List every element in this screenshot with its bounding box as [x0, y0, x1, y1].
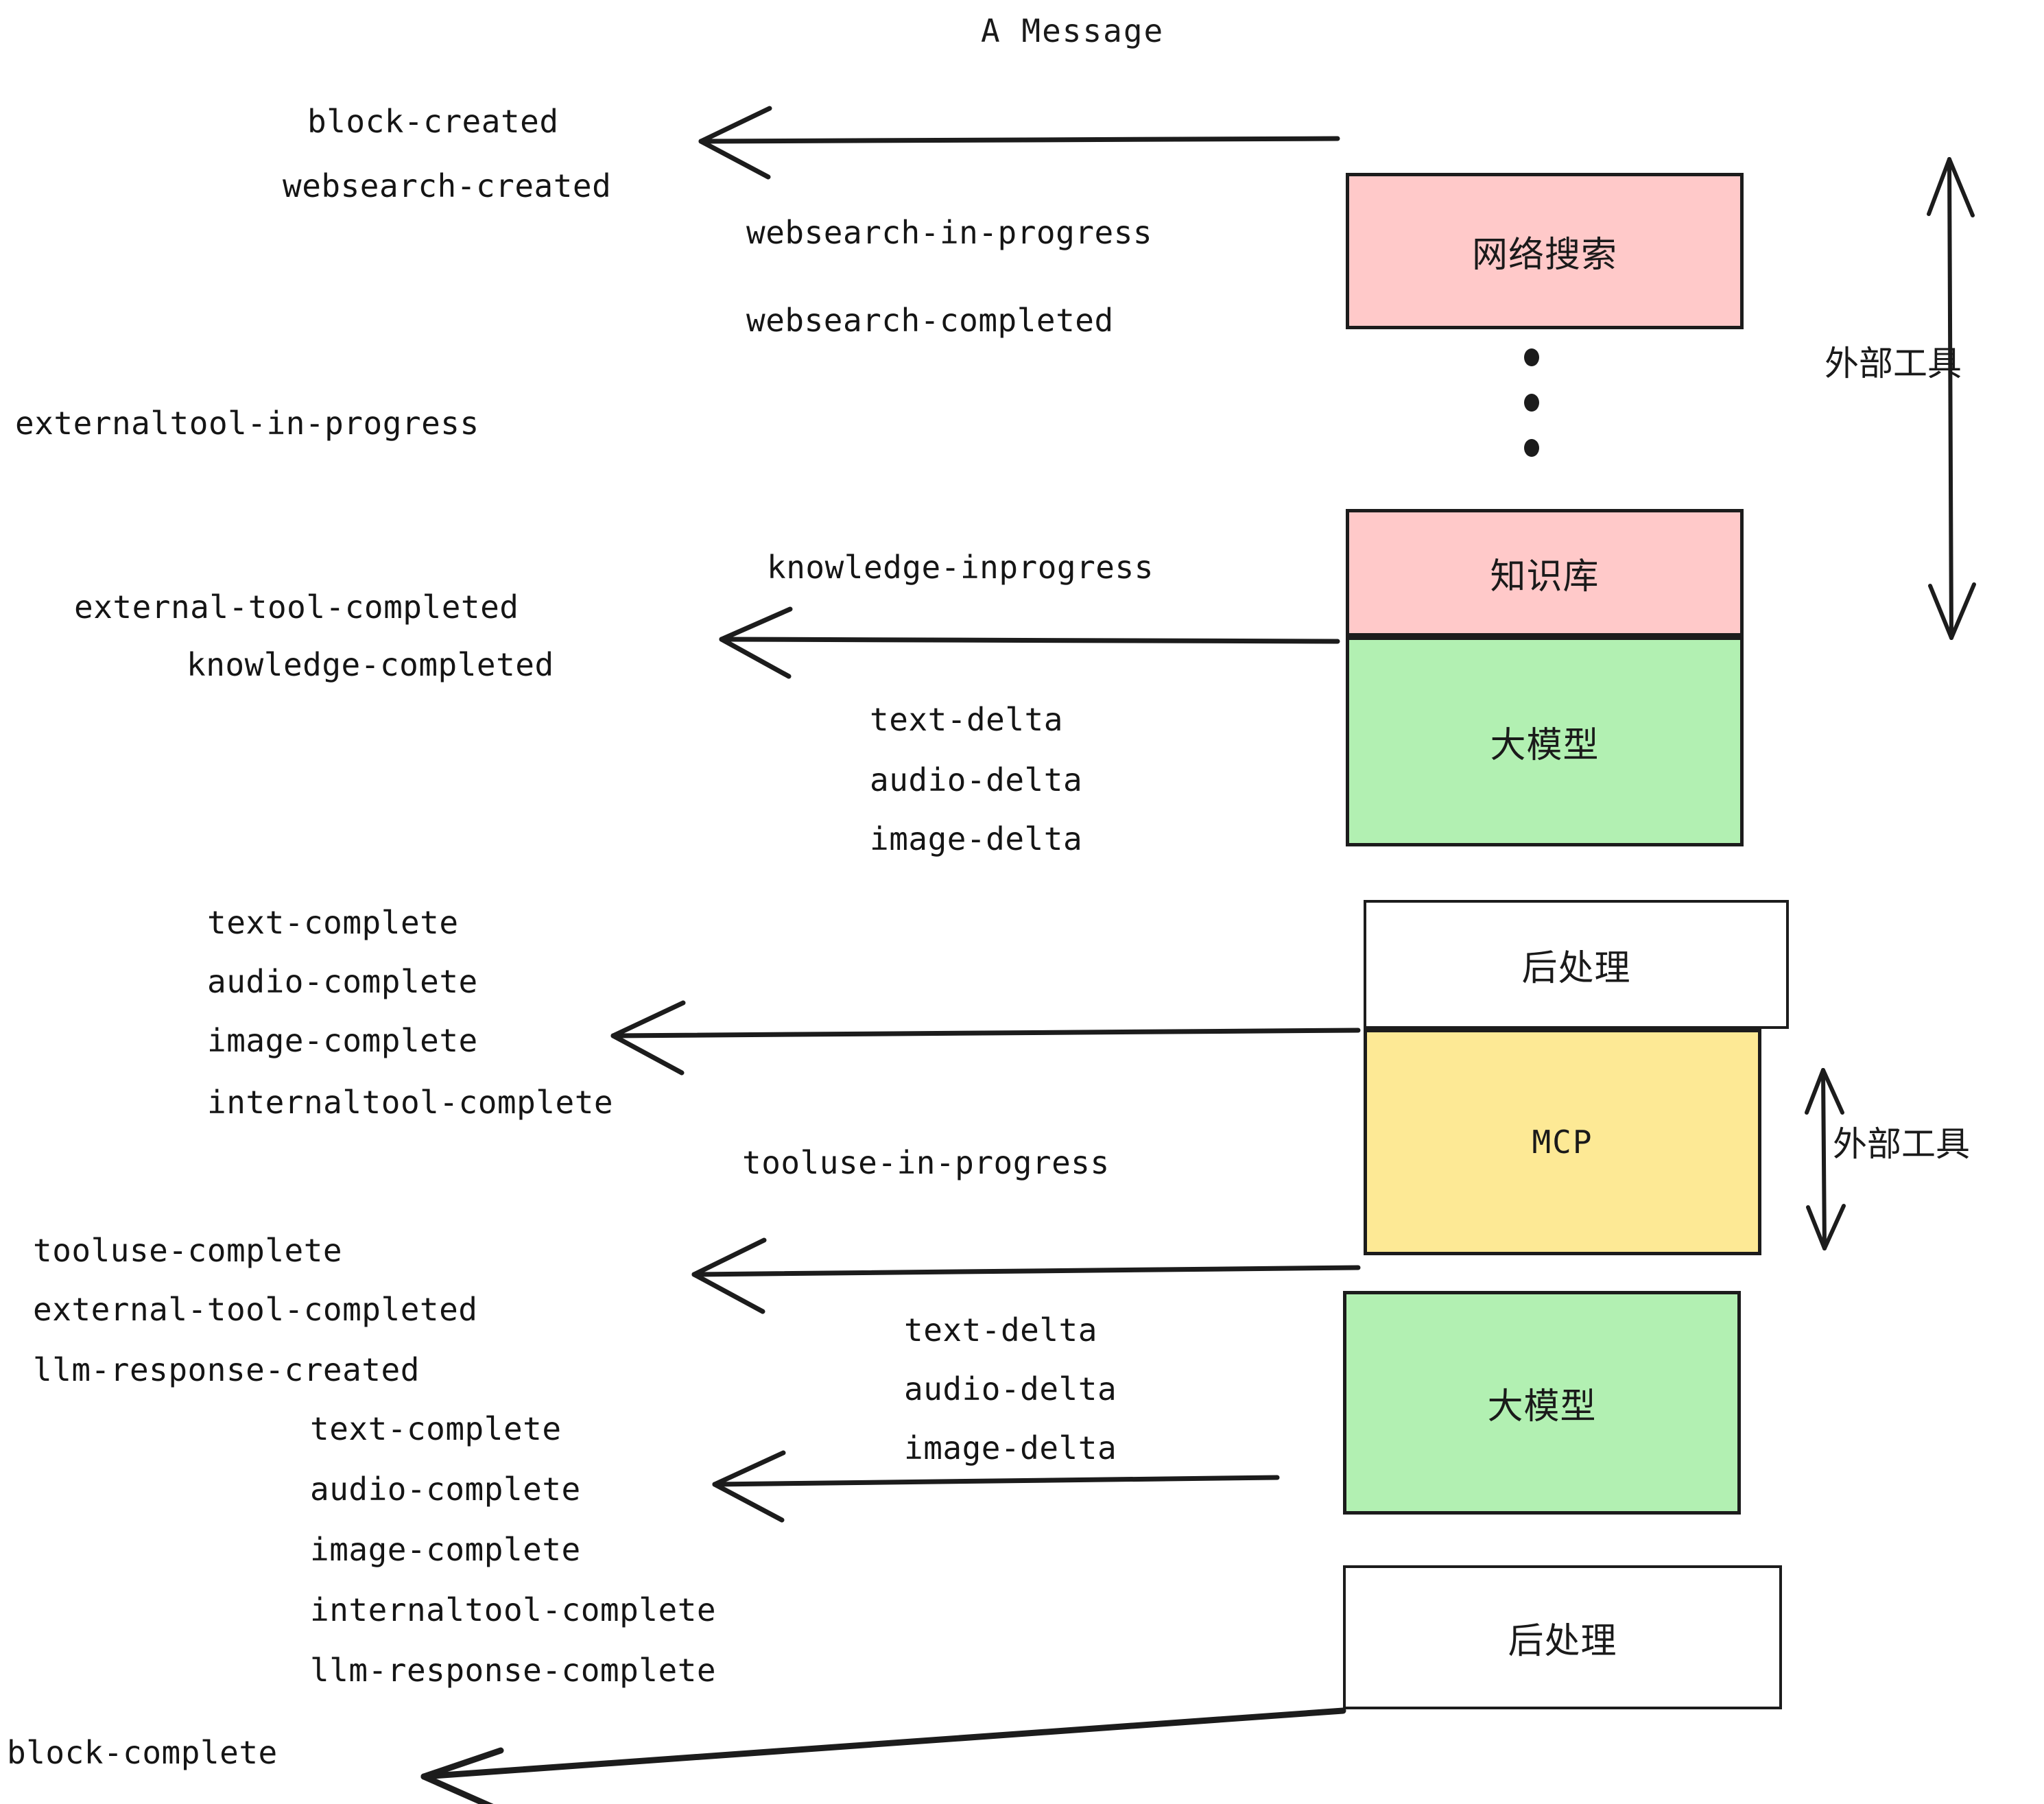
arrow-tooluse-complete	[691, 1237, 1361, 1314]
event-websearch-created: websearch-created	[283, 167, 612, 204]
arrow-image-complete	[610, 1000, 1361, 1076]
event-image-delta-1: image-delta	[870, 820, 1083, 857]
event-text-complete-2: text-complete	[310, 1410, 562, 1447]
box-mcp-label: MCP	[1532, 1124, 1593, 1161]
external-tools-arrow-top	[1927, 157, 1976, 640]
box-llm-1-label: 大模型	[1490, 724, 1600, 766]
event-external-tool-completed-1: external-tool-completed	[74, 589, 519, 626]
diagram-title: A Message	[981, 12, 1165, 49]
event-block-complete: block-complete	[7, 1734, 278, 1771]
box-postprocess-2-label: 后处理	[1508, 1620, 1617, 1662]
event-audio-delta-2: audio-delta	[904, 1370, 1117, 1408]
event-tooluse-complete: tooluse-complete	[33, 1232, 343, 1269]
event-image-complete-1: image-complete	[207, 1022, 478, 1059]
box-llm-2[interactable]: 大模型	[1343, 1291, 1741, 1515]
event-websearch-in-progress: websearch-in-progress	[746, 214, 1153, 251]
event-text-complete-1: text-complete	[207, 904, 459, 941]
box-postprocess-1-label: 后处理	[1521, 947, 1631, 989]
event-image-complete-2: image-complete	[310, 1531, 581, 1568]
box-postprocess-2[interactable]: 后处理	[1343, 1565, 1782, 1709]
event-knowledge-inprogress: knowledge-inprogress	[767, 549, 1154, 586]
box-websearch[interactable]: 网络搜索	[1346, 173, 1744, 329]
event-llm-response-complete: llm-response-complete	[310, 1652, 717, 1689]
arrow-block-complete	[420, 1707, 1346, 1804]
event-external-tool-completed-2: external-tool-completed	[33, 1291, 478, 1328]
box-postprocess-1[interactable]: 后处理	[1364, 900, 1789, 1029]
event-text-delta-1: text-delta	[870, 701, 1063, 738]
event-internaltool-complete-1: internaltool-complete	[207, 1084, 614, 1121]
arrow-knowledge-completed	[719, 606, 1340, 679]
event-externaltool-in-progress: externaltool-in-progress	[15, 405, 479, 442]
event-block-created: block-created	[307, 103, 559, 140]
side-label-external-tools-bottom: 外部工具	[1833, 1124, 1970, 1164]
event-audio-complete-1: audio-complete	[207, 963, 478, 1000]
ellipsis-dot-2	[1524, 394, 1539, 412]
ellipsis-dot-3	[1524, 439, 1539, 457]
side-label-external-tools-top: 外部工具	[1825, 344, 1962, 383]
event-audio-complete-2: audio-complete	[310, 1471, 581, 1508]
ellipsis-dot-1	[1524, 348, 1539, 366]
event-internaltool-complete-2: internaltool-complete	[310, 1591, 717, 1628]
box-llm-2-label: 大模型	[1487, 1386, 1597, 1427]
event-image-delta-2: image-delta	[904, 1429, 1117, 1467]
event-knowledge-completed: knowledge-completed	[187, 646, 554, 683]
box-llm-1[interactable]: 大模型	[1346, 637, 1744, 846]
event-tooluse-in-progress: tooluse-in-progress	[742, 1144, 1110, 1181]
event-text-delta-2: text-delta	[904, 1312, 1097, 1349]
box-knowledge[interactable]: 知识库	[1346, 509, 1744, 637]
box-websearch-label: 网络搜索	[1471, 234, 1617, 276]
event-audio-delta-1: audio-delta	[870, 761, 1083, 798]
box-knowledge-label: 知识库	[1490, 556, 1600, 597]
event-llm-response-created: llm-response-created	[33, 1351, 420, 1388]
arrow-block-created	[698, 106, 1340, 180]
event-websearch-completed: websearch-completed	[746, 302, 1114, 339]
box-mcp[interactable]: MCP	[1364, 1029, 1761, 1255]
